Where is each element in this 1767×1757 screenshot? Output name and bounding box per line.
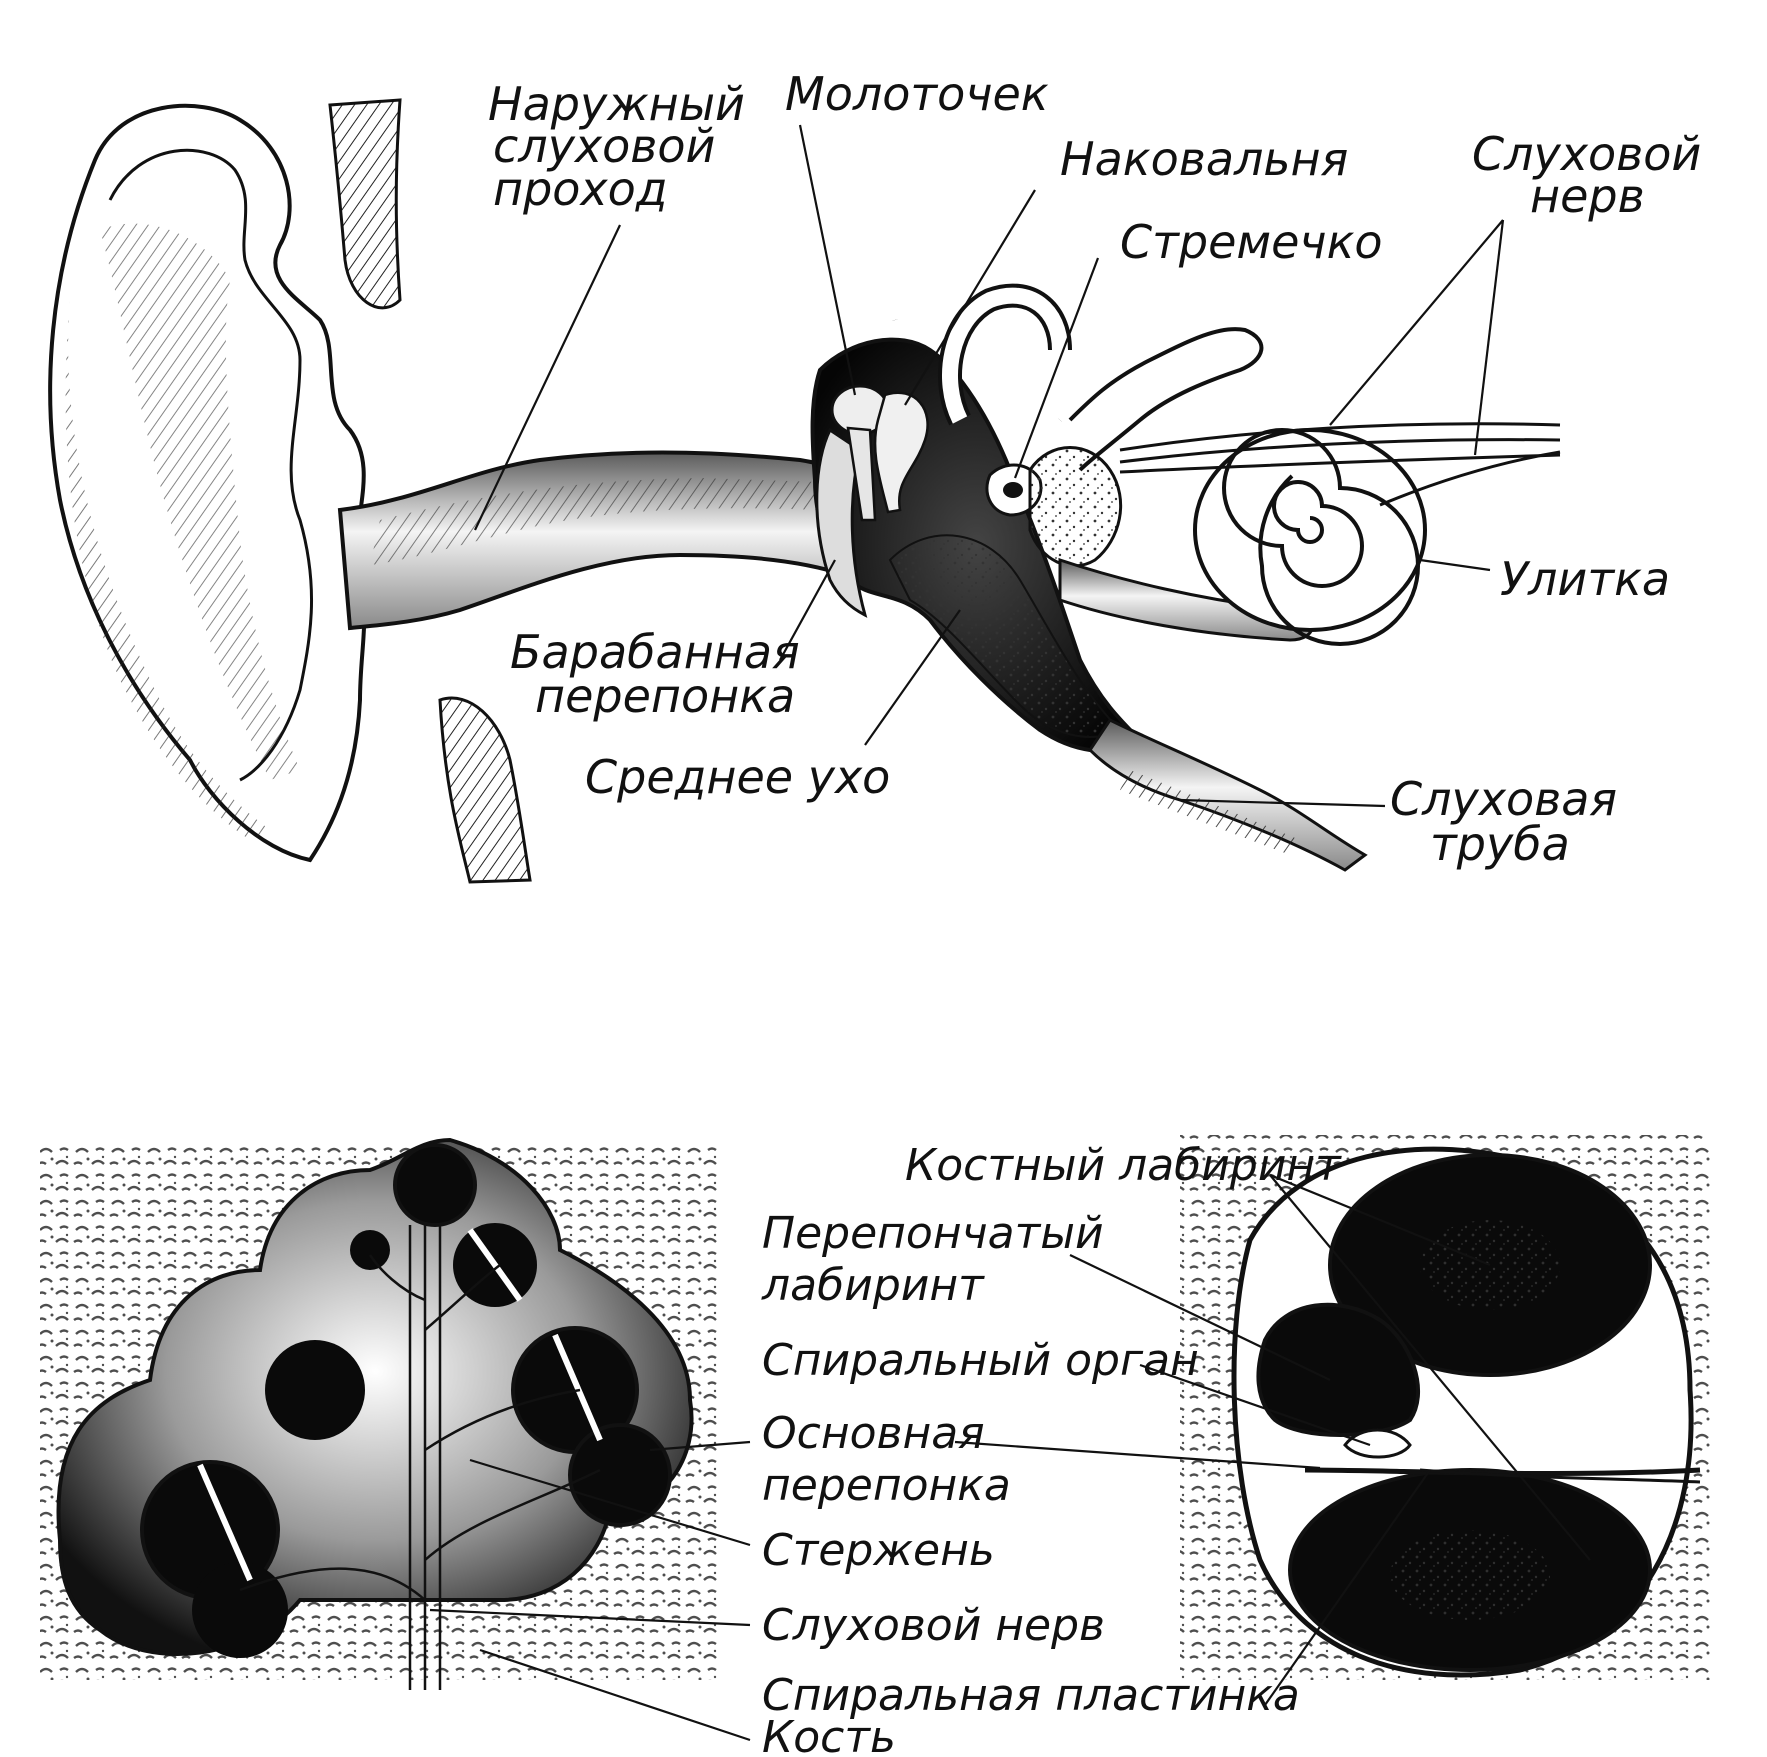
- label-eustachian-1: Слуховая: [1390, 772, 1617, 826]
- label-middle-ear: Среднее ухо: [585, 750, 890, 804]
- canal-hatching: [370, 478, 820, 565]
- top-labels: Наружный слуховой проход Молоточек Наков…: [488, 67, 1701, 871]
- temporal-bone-lower: [438, 696, 532, 884]
- label-external-canal-1: Наружный: [488, 77, 745, 131]
- tube-hatching: [1120, 770, 1300, 855]
- ossicles: [830, 384, 1043, 522]
- label-modiolus: Стержень: [762, 1525, 995, 1576]
- bottom-labels: Костный лабиринт Перепончатый лабиринт С…: [761, 1140, 1342, 1757]
- vestibule: [1028, 446, 1123, 568]
- label-eardrum-1: Барабанная: [510, 625, 800, 679]
- nerve-branches: [239, 1254, 601, 1601]
- outer-ear-figure: [48, 98, 1561, 884]
- modiolus: [408, 1225, 442, 1690]
- auricle-hatching: [100, 223, 300, 780]
- duct-cross-section-figure: [1180, 1135, 1710, 1680]
- label-external-canal-3: проход: [493, 162, 668, 216]
- incus-shape: [873, 391, 929, 514]
- eustachian-tube: [1088, 718, 1368, 872]
- label-stapes: Стремечко: [1120, 215, 1383, 269]
- label-basilar-membrane-2: перепонка: [762, 1460, 1011, 1511]
- spiral-organ: [1343, 1428, 1412, 1459]
- spiral-lamina: [1419, 1468, 1701, 1484]
- chamber-4a: [568, 1423, 672, 1527]
- label-external-canal-2: слуховой: [493, 119, 715, 173]
- eardrum: [815, 427, 868, 618]
- label-membranous-labyrinth-1: Перепончатый: [762, 1208, 1104, 1259]
- label-cochlea: Улитка: [1500, 552, 1670, 606]
- label-bone: Кость: [762, 1712, 896, 1757]
- label-eardrum-2: перепонка: [535, 669, 795, 723]
- label-malleus: Молоточек: [785, 67, 1049, 121]
- top-leader-lines: [474, 124, 1505, 808]
- label-auditory-nerve-bottom: Слуховой нерв: [762, 1600, 1105, 1651]
- label-spiral-lamina: Спиральная пластинка: [762, 1670, 1300, 1721]
- auricle-hatching-2: [65, 300, 270, 840]
- semicircular-canals: [881, 215, 1264, 472]
- malleus-handle: [846, 426, 877, 522]
- auditory-nerve-bundle: [1119, 422, 1561, 507]
- bottom-leader-lines: [429, 1173, 1591, 1742]
- label-bony-labyrinth: Костный лабиринт: [905, 1140, 1342, 1191]
- label-incus: Наковальня: [1060, 132, 1348, 186]
- chamber-2b: [350, 1230, 390, 1270]
- chamber-5b: [192, 1562, 288, 1658]
- auricle-inner-fold: [108, 148, 314, 782]
- label-eustachian-2: труба: [1430, 817, 1570, 871]
- chamber-3b: [265, 1340, 365, 1440]
- temporal-bone-upper: [328, 98, 402, 310]
- cochlea-section-figure: [40, 1137, 720, 1690]
- label-spiral-organ: Спиральный орган: [762, 1335, 1199, 1386]
- chamber-apex: [393, 1143, 477, 1227]
- label-auditory-nerve-2: нерв: [1530, 169, 1645, 223]
- label-basilar-membrane-1: Основная: [762, 1408, 985, 1459]
- label-auditory-nerve-1: Слуховой: [1472, 127, 1701, 181]
- label-membranous-labyrinth-2: лабиринт: [761, 1260, 985, 1311]
